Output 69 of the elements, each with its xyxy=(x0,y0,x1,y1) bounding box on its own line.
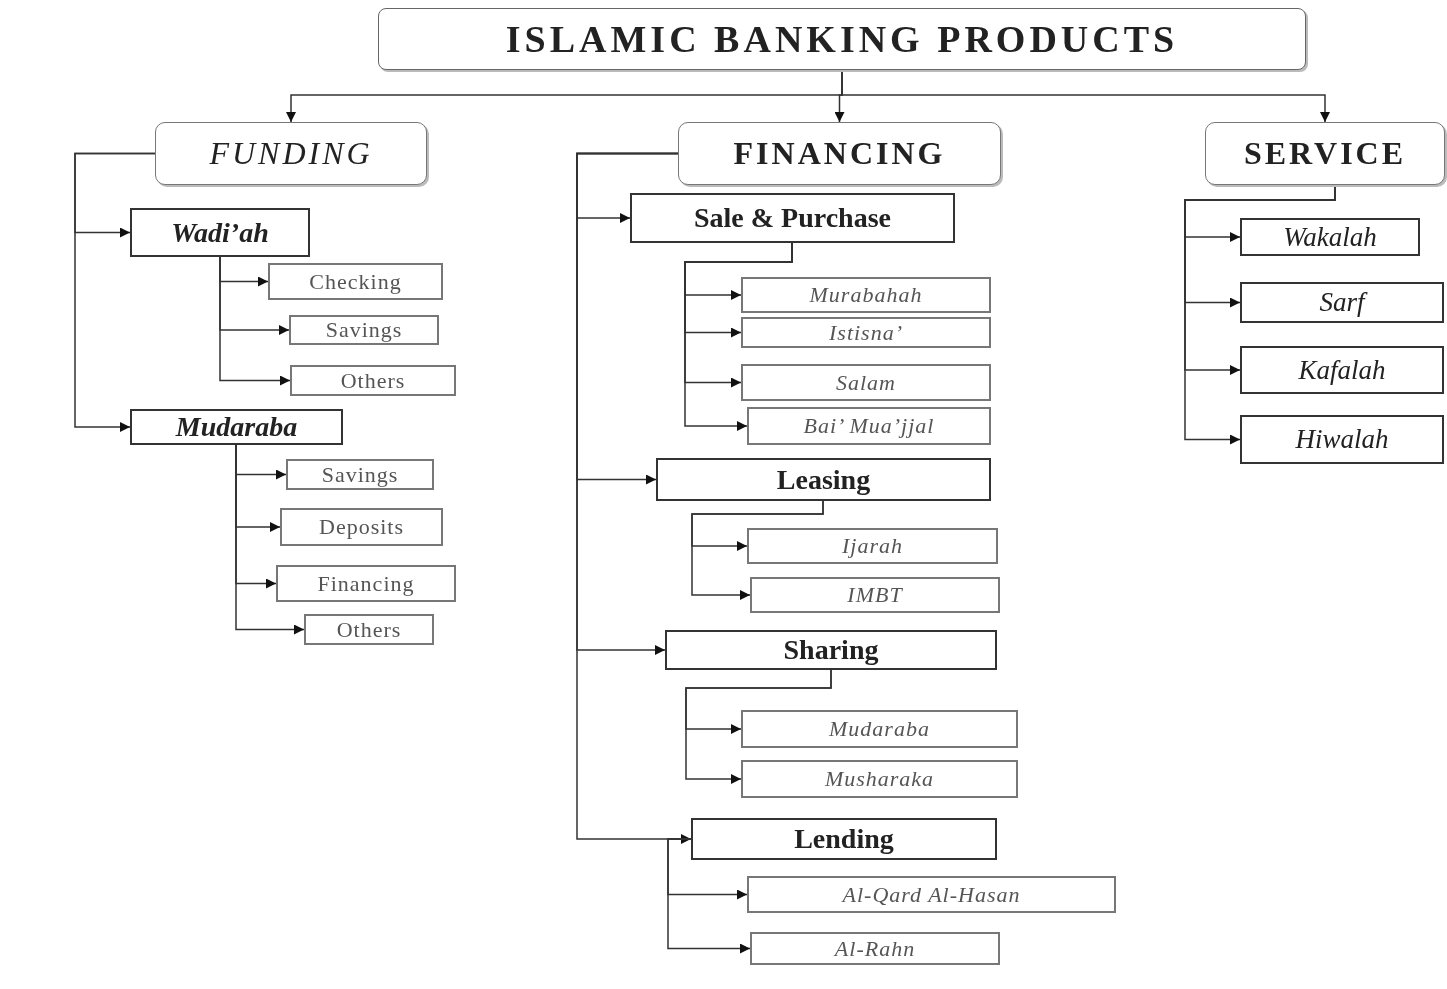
node-label: Others xyxy=(336,616,402,643)
category-box xyxy=(1205,122,1445,185)
node-label: IMBT xyxy=(847,582,903,608)
node-label: Al-Qard Al-Hasan xyxy=(842,881,1021,908)
node-label: Salam xyxy=(836,369,896,396)
product-box xyxy=(289,315,439,345)
node-label: Istisna’ xyxy=(829,319,903,346)
node-label: Others xyxy=(340,367,406,394)
product-box xyxy=(750,577,1000,613)
node-label: Deposits xyxy=(319,514,404,540)
node-label: Bai’ Mua’jjal xyxy=(803,413,935,439)
product-box xyxy=(741,277,991,313)
node-label: Murabahah xyxy=(809,282,923,308)
product-box xyxy=(276,565,456,602)
node-label: Mudaraba xyxy=(175,411,298,443)
product-box xyxy=(750,932,1000,965)
connector-arrow xyxy=(235,444,305,635)
title-box xyxy=(378,8,1306,70)
node-label: Sale & Purchase xyxy=(694,202,891,234)
connector-arrow xyxy=(841,69,1330,123)
product-box xyxy=(741,710,1018,748)
node-label: Hiwalah xyxy=(1295,424,1389,455)
node-label: SERVICE xyxy=(1243,135,1407,172)
node-label: Savings xyxy=(325,317,403,343)
connector-arrow xyxy=(685,669,832,784)
product-box xyxy=(741,317,991,348)
product-box xyxy=(1240,415,1444,464)
category-box xyxy=(691,818,997,860)
node-label: Leasing xyxy=(776,463,871,496)
node-label: Musharaka xyxy=(824,766,935,792)
product-box xyxy=(741,760,1018,798)
product-box xyxy=(1240,346,1444,394)
node-label: FUNDING xyxy=(209,135,373,172)
node-label: Sharing xyxy=(783,634,879,666)
node-label: Savings xyxy=(321,461,399,488)
node-label: Financing xyxy=(317,570,415,597)
connector-arrow xyxy=(667,838,751,954)
product-box xyxy=(1240,218,1420,256)
node-label: Wadi’ah xyxy=(171,216,269,249)
node-label: ISLAMIC BANKING PRODUCTS xyxy=(505,17,1179,61)
product-box xyxy=(741,364,991,401)
node-label: Lending xyxy=(794,823,894,855)
connector-arrow xyxy=(691,500,824,600)
node-label: Al-Rahn xyxy=(834,935,916,962)
product-box xyxy=(1240,282,1444,323)
product-box xyxy=(304,614,434,645)
category-box xyxy=(656,458,991,501)
category-box xyxy=(665,630,997,670)
category-box xyxy=(678,122,1001,185)
product-box xyxy=(286,459,434,490)
product-box xyxy=(747,407,991,445)
category-box xyxy=(130,208,310,257)
category-box xyxy=(630,193,955,243)
product-box xyxy=(290,365,456,396)
node-label: Wakalah xyxy=(1283,221,1377,253)
node-label: Mudaraba xyxy=(829,716,930,742)
product-box xyxy=(280,508,443,546)
connector-arrow xyxy=(74,152,156,432)
category-box xyxy=(155,122,427,185)
connector-arrow xyxy=(219,256,291,386)
node-label: Kafalah xyxy=(1298,354,1386,386)
category-box xyxy=(130,409,343,445)
product-box xyxy=(747,876,1116,913)
node-label: FINANCING xyxy=(733,135,946,172)
product-box xyxy=(268,263,443,300)
connector-arrow xyxy=(684,242,793,431)
product-box xyxy=(747,528,998,564)
node-label: Checking xyxy=(309,268,402,295)
node-label: Ijarah xyxy=(842,533,903,559)
